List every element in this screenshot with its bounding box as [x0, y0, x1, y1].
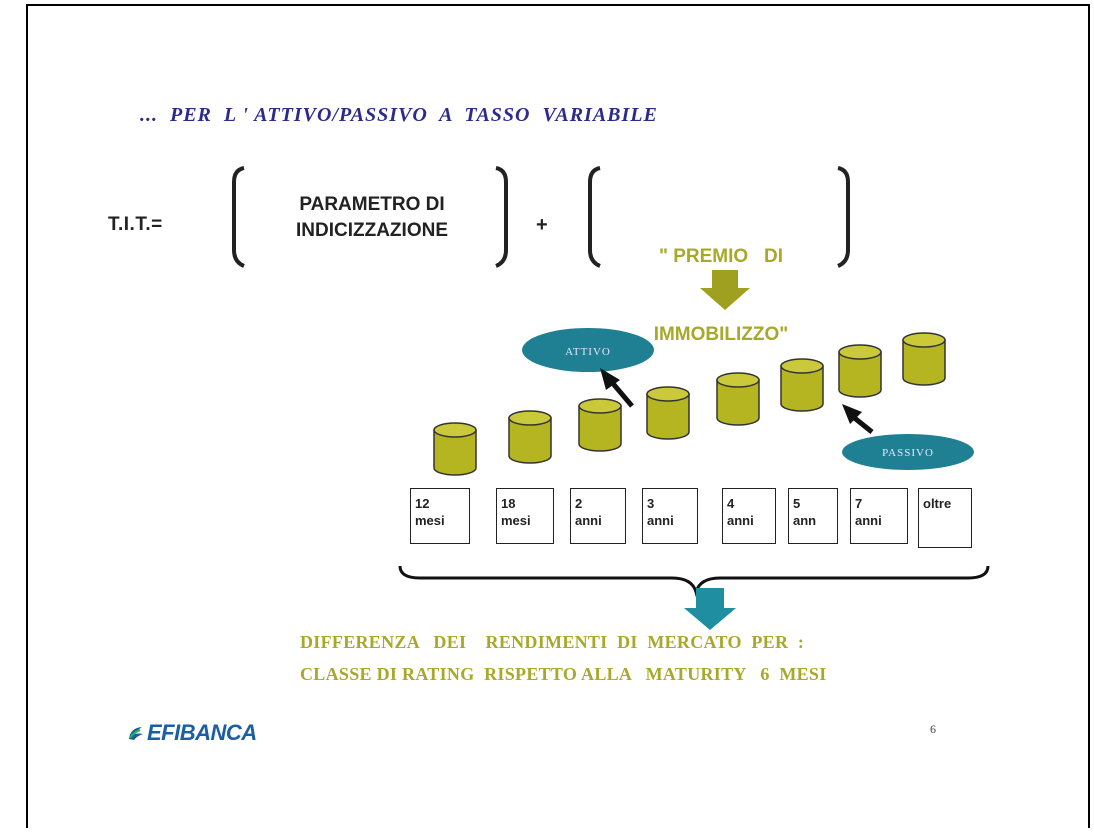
maturity-box: 7 anni [850, 488, 908, 544]
maturity-box: 2 anni [570, 488, 626, 544]
premio-line-1: " PREMIO DI [658, 246, 784, 267]
parameter-line-2: INDICIZZAZIONE [296, 220, 448, 241]
box-bottom-text: anni [855, 513, 882, 528]
slide-title: ... PER L ' ATTIVO/PASSIVO A TASSO VARIA… [140, 104, 658, 126]
box-top-text: 2 [575, 496, 583, 511]
box-top-text: 18 [501, 496, 516, 511]
box-top-text: 12 [415, 496, 430, 511]
maturity-box: 4 anni [722, 488, 776, 544]
box-top-text: 5 [793, 496, 801, 511]
parameter-block: PARAMETRO DI INDICIZZAZIONE [262, 192, 482, 244]
logo-text: EFIBANCA [147, 720, 257, 745]
maturity-box: 12 mesi [410, 488, 470, 544]
efibanca-logo-mark [129, 727, 143, 740]
page-number: 6 [930, 722, 936, 736]
box-top-text: 4 [727, 496, 735, 511]
box-bottom-text: anni [647, 513, 674, 528]
box-top-text: 3 [647, 496, 655, 511]
slide-frame [26, 4, 1090, 828]
box-bottom-text: mesi [415, 513, 445, 528]
box-top-text: 7 [855, 496, 863, 511]
maturity-box: 5 ann [788, 488, 838, 544]
maturity-box: oltre [918, 488, 972, 548]
box-bottom-text: anni [575, 513, 602, 528]
formula-lhs: T.I.T.= [108, 214, 163, 235]
plus-sign: + [536, 214, 548, 236]
box-bottom-text: mesi [501, 513, 531, 528]
conclusion-line-2: CLASSE DI RATING RISPETTO ALLA MATURITY … [300, 664, 827, 684]
premio-line-2: IMMOBILIZZO" [653, 324, 789, 345]
maturity-box: 18 mesi [496, 488, 554, 544]
efibanca-logo: EFIBANCA [128, 720, 257, 746]
box-bottom-text: ann [793, 513, 817, 528]
maturity-box: 3 anni [642, 488, 698, 544]
premio-block: " PREMIO DI IMMOBILIZZO" [612, 192, 830, 374]
parameter-line-1: PARAMETRO DI [299, 194, 445, 215]
box-bottom-text: anni [727, 513, 754, 528]
box-top-text: oltre [923, 496, 952, 511]
conclusion-line-1: DIFFERENZA DEI RENDIMENTI DI MERCATO PER… [300, 632, 805, 652]
